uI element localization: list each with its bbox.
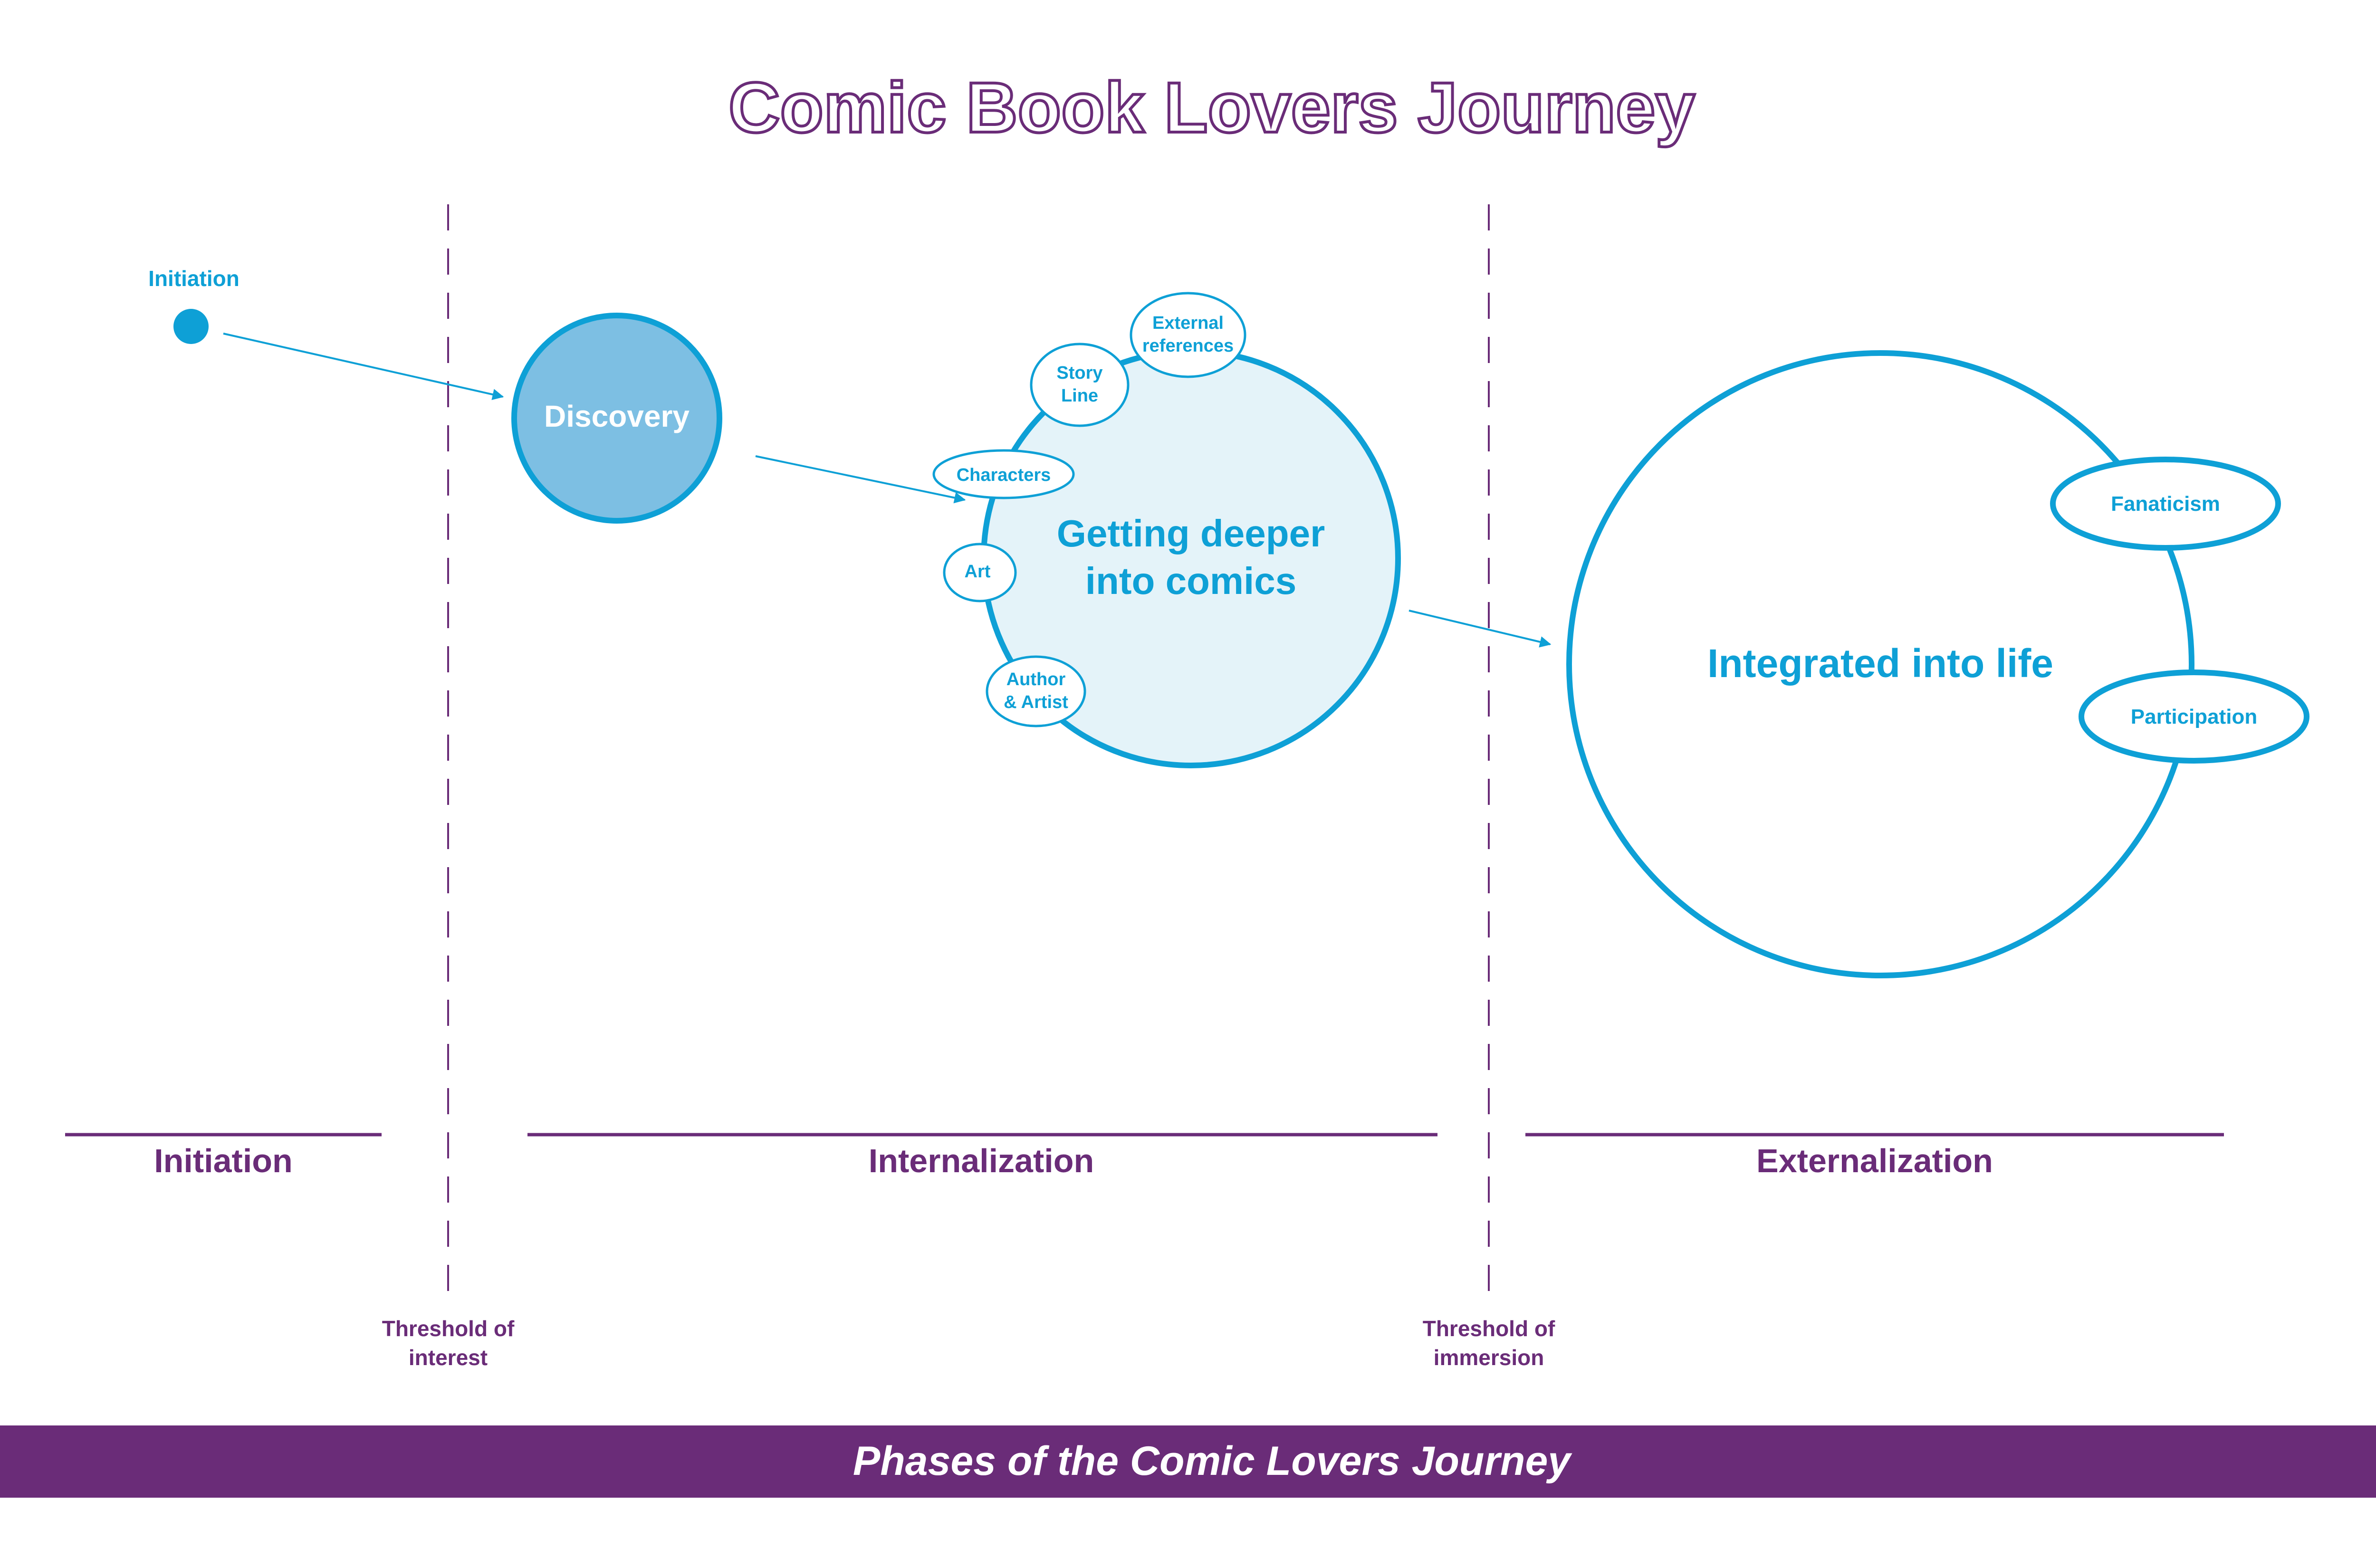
- threshold-immersion-label-line1: Threshold of: [1423, 1316, 1555, 1341]
- discovery-label: Discovery: [544, 399, 690, 433]
- page-title: Comic Book Lovers Journey: [728, 67, 1695, 147]
- characters-label: Characters: [957, 465, 1051, 485]
- story-line-label-line2: Line: [1061, 386, 1098, 406]
- story-line-bubble: [1030, 343, 1130, 427]
- fanaticism-label: Fanaticism: [2111, 492, 2220, 516]
- threshold-immersion-label-line2: immersion: [1434, 1345, 1544, 1370]
- discovery-circle: [511, 313, 722, 524]
- external-references-label-line2: references: [1142, 336, 1234, 356]
- author-artist-label-line2: & Artist: [1004, 692, 1068, 712]
- initiation-node-label: Initiation: [148, 266, 240, 291]
- author-artist-bubble: [986, 655, 1086, 727]
- characters-bubble: [932, 449, 1075, 499]
- integrated-circle: [1566, 350, 2194, 978]
- participation-bubble: [2079, 669, 2309, 764]
- arrow-discovery-to-deeper: [755, 455, 966, 504]
- phase-label-internalization: Internalization: [869, 1142, 1094, 1179]
- arrow-deeper-to-integrated: [1408, 610, 1552, 648]
- getting-deeper-label-line1: Getting deeper: [1057, 512, 1325, 555]
- footer-caption: Phases of the Comic Lovers Journey: [853, 1438, 1572, 1484]
- art-bubble: [943, 543, 1017, 602]
- initiation-dot: [173, 309, 209, 344]
- arrow-initiation-to-discovery: [223, 333, 504, 400]
- phase-label-externalization: Externalization: [1756, 1142, 1993, 1179]
- author-artist-label-line1: Author: [1006, 669, 1066, 689]
- external-references-label-line1: External: [1152, 313, 1224, 333]
- participation-label: Participation: [2131, 705, 2258, 728]
- fanaticism-bubble: [2050, 457, 2281, 551]
- threshold-interest-label-line1: Threshold of: [382, 1316, 515, 1341]
- external-references-bubble: [1130, 292, 1246, 378]
- phase-label-initiation: Initiation: [154, 1142, 293, 1179]
- art-label: Art: [965, 562, 991, 582]
- getting-deeper-label-line2: into comics: [1085, 560, 1297, 602]
- footer-banner: [0, 1425, 2376, 1498]
- story-line-label-line1: Story: [1056, 363, 1102, 383]
- threshold-interest-label-line2: interest: [409, 1345, 488, 1370]
- integrated-label: Integrated into life: [1707, 641, 2053, 686]
